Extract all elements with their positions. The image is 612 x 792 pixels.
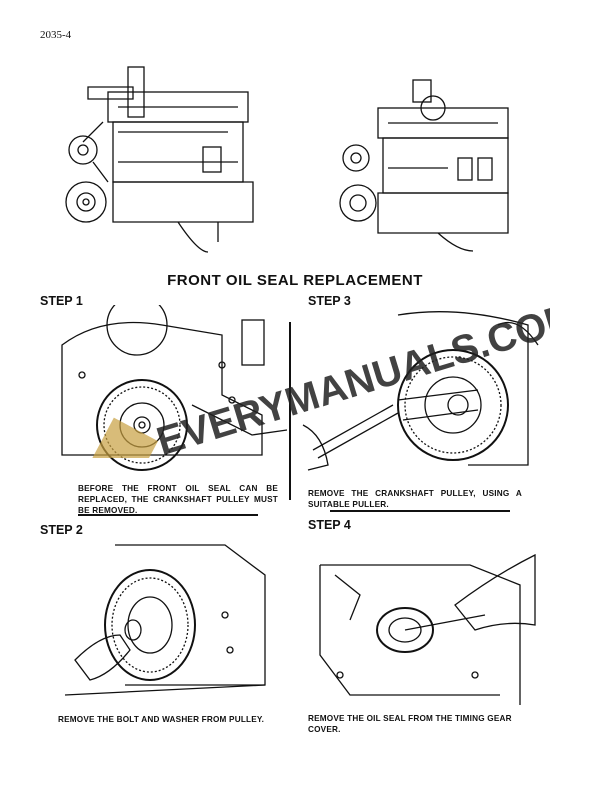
step-4-caption: REMOVE THE OIL SEAL FROM THE TIMING GEAR… (308, 714, 512, 734)
step-2-caption: REMOVE THE BOLT AND WASHER FROM PULLEY. (58, 715, 265, 724)
engine-illustration-left (65, 66, 254, 253)
page-title: FRONT OIL SEAL REPLACEMENT (167, 272, 423, 289)
engine-illustration-right (339, 79, 509, 252)
step-1-caption: BEFORE THE FRONT OIL SEAL CAN BE REPLACE… (78, 484, 278, 515)
step-4-label: STEP 4 (308, 518, 351, 532)
page-number: 2035-4 (40, 29, 72, 41)
step-2-label: STEP 2 (40, 523, 83, 537)
step-1-illustration (61, 305, 287, 471)
step-4-illustration (319, 553, 536, 705)
step-2-illustration (64, 544, 266, 696)
divider-rule (78, 514, 258, 516)
divider-rule-right (330, 510, 510, 512)
step-3-label: STEP 3 (308, 294, 351, 308)
step-3-illustration (302, 311, 539, 471)
step-1-label: STEP 1 (40, 294, 83, 308)
step-3-caption: REMOVE THE CRANKSHAFT PULLEY, USING A SU… (308, 489, 522, 509)
column-divider (289, 322, 291, 500)
